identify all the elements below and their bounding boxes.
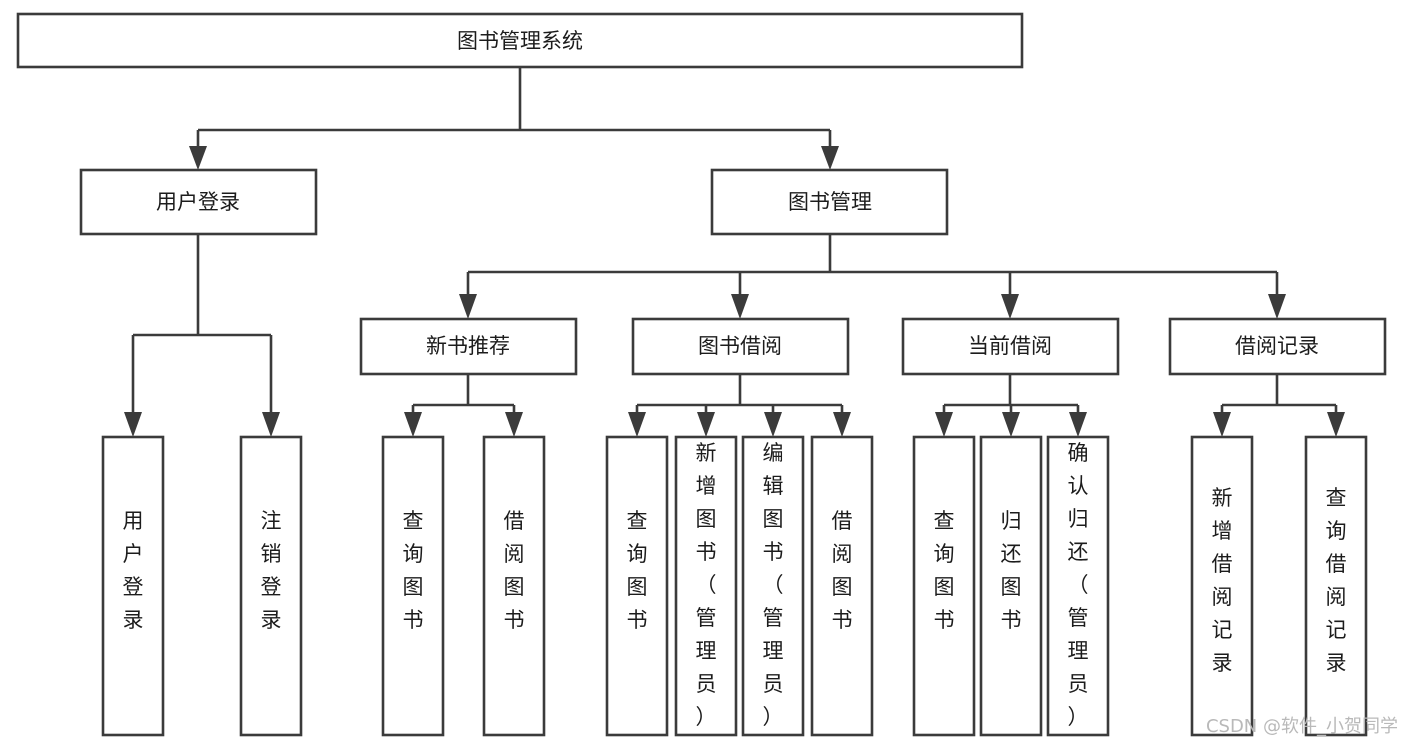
leaf-node-add-borrow-record-box[interactable] bbox=[1190, 435, 1254, 737]
leaf-node-borrow-book-recommend-label: 借阅图书 bbox=[504, 509, 525, 632]
arrow-head-book-borrow bbox=[731, 294, 749, 319]
connector-layer bbox=[124, 67, 1345, 437]
arrow-head-leaf-edit-book bbox=[764, 412, 782, 437]
node-user-login-label: 用户登录 bbox=[156, 190, 240, 214]
leaf-node-logout[interactable]: 注销登录 bbox=[239, 435, 303, 737]
leaf-node-borrow-book[interactable]: 借阅图书 bbox=[810, 435, 874, 737]
arrow-head-leaf-return-book bbox=[1002, 412, 1020, 437]
arrow-head-leaf-query-record bbox=[1327, 412, 1345, 437]
leaf-node-query-borrow-record[interactable]: 查询借阅记录 bbox=[1304, 435, 1368, 737]
node-new-book-recommend[interactable]: 新书推荐 bbox=[359, 317, 578, 376]
leaf-node-query-book-current-label: 查询图书 bbox=[934, 509, 955, 632]
leaf-node-query-book-borrow-box[interactable] bbox=[605, 435, 669, 737]
arrow-head-leaf-confirm-return bbox=[1069, 412, 1087, 437]
leaf-node-edit-book[interactable]: 编辑图书（管理员） bbox=[741, 435, 805, 737]
node-borrow-records[interactable]: 借阅记录 bbox=[1168, 317, 1387, 376]
arrow-head-leaf-user-login bbox=[124, 412, 142, 437]
leaf-node-query-book-borrow[interactable]: 查询图书 bbox=[605, 435, 669, 737]
node-new-book-recommend-box[interactable] bbox=[359, 317, 578, 376]
arrow-head-leaf-query-book-b bbox=[628, 412, 646, 437]
leaf-node-add-borrow-record[interactable]: 新增借阅记录 bbox=[1190, 435, 1254, 737]
arrow-head-book-mgmt bbox=[821, 146, 839, 170]
leaf-node-return-book-label: 归还图书 bbox=[1001, 509, 1022, 632]
leaf-node-user-login-label: 用户登录 bbox=[123, 509, 144, 632]
leaf-node-logout-box[interactable] bbox=[239, 435, 303, 737]
arrow-head-user-login bbox=[189, 146, 207, 170]
node-borrow-records-box[interactable] bbox=[1168, 317, 1387, 376]
arrow-head-new-books bbox=[459, 294, 477, 319]
leaf-node-query-borrow-record-box[interactable] bbox=[1304, 435, 1368, 737]
leaf-node-confirm-return[interactable]: 确认归还（管理员） bbox=[1046, 435, 1110, 737]
node-current-borrow-label: 当前借阅 bbox=[968, 334, 1052, 358]
leaf-node-borrow-book-recommend[interactable]: 借阅图书 bbox=[482, 435, 546, 737]
watermark: CSDN @软件_小贺同学 bbox=[1206, 716, 1398, 737]
node-borrow-records-label: 借阅记录 bbox=[1235, 334, 1319, 358]
arrow-head-leaf-borrow-book-a bbox=[505, 412, 523, 437]
arrow-head-borrow-records bbox=[1268, 294, 1286, 319]
leaf-node-add-book-box[interactable] bbox=[674, 435, 738, 737]
leaf-node-edit-book-box[interactable] bbox=[741, 435, 805, 737]
leaf-node-query-book-current-box[interactable] bbox=[912, 435, 976, 737]
node-user-login-box[interactable] bbox=[79, 168, 318, 236]
node-root-label: 图书管理系统 bbox=[457, 29, 583, 53]
leaf-node-user-login-box[interactable] bbox=[101, 435, 165, 737]
node-book-management-label: 图书管理 bbox=[788, 190, 872, 214]
leaf-node-return-book-box[interactable] bbox=[979, 435, 1043, 737]
node-book-borrow[interactable]: 图书借阅 bbox=[631, 317, 850, 376]
arrow-head-leaf-query-book-c bbox=[935, 412, 953, 437]
leaf-node-add-book-label: 新增图书（管理员） bbox=[696, 441, 717, 729]
node-book-borrow-box[interactable] bbox=[631, 317, 850, 376]
leaf-node-query-book-current[interactable]: 查询图书 bbox=[912, 435, 976, 737]
arrow-head-leaf-query-book-a bbox=[404, 412, 422, 437]
leaf-node-confirm-return-label: 确认归还（管理员） bbox=[1068, 441, 1089, 729]
leaf-node-query-borrow-record-label: 查询借阅记录 bbox=[1326, 486, 1347, 675]
arrow-head-leaf-add-record bbox=[1213, 412, 1231, 437]
node-root-box[interactable] bbox=[16, 12, 1024, 69]
leaf-node-query-book-recommend[interactable]: 查询图书 bbox=[381, 435, 445, 737]
leaf-node-edit-book-label: 编辑图书（管理员） bbox=[763, 441, 784, 729]
leaf-node-query-book-recommend-label: 查询图书 bbox=[403, 509, 424, 632]
node-book-borrow-label: 图书借阅 bbox=[698, 334, 782, 358]
leaf-node-borrow-book-label: 借阅图书 bbox=[832, 509, 853, 632]
node-book-management-box[interactable] bbox=[710, 168, 949, 236]
node-user-login[interactable]: 用户登录 bbox=[79, 168, 318, 236]
node-book-management[interactable]: 图书管理 bbox=[710, 168, 949, 236]
leaf-node-query-book-borrow-label: 查询图书 bbox=[627, 509, 648, 632]
leaf-node-confirm-return-box[interactable] bbox=[1046, 435, 1110, 737]
leaf-node-user-login[interactable]: 用户登录 bbox=[101, 435, 165, 737]
arrow-head-current-borrow bbox=[1001, 294, 1019, 319]
node-root[interactable]: 图书管理系统 bbox=[16, 12, 1024, 69]
leaf-node-add-borrow-record-label: 新增借阅记录 bbox=[1212, 486, 1233, 675]
node-new-book-recommend-label: 新书推荐 bbox=[426, 334, 510, 358]
arrow-head-leaf-add-book bbox=[697, 412, 715, 437]
leaf-node-query-book-recommend-box[interactable] bbox=[381, 435, 445, 737]
leaf-node-borrow-book-box[interactable] bbox=[810, 435, 874, 737]
node-current-borrow[interactable]: 当前借阅 bbox=[901, 317, 1120, 376]
arrow-head-leaf-logout bbox=[262, 412, 280, 437]
arrow-head-leaf-borrow-book-b bbox=[833, 412, 851, 437]
leaf-node-borrow-book-recommend-box[interactable] bbox=[482, 435, 546, 737]
node-current-borrow-box[interactable] bbox=[901, 317, 1120, 376]
leaf-node-add-book[interactable]: 新增图书（管理员） bbox=[674, 435, 738, 737]
leaf-node-return-book[interactable]: 归还图书 bbox=[979, 435, 1043, 737]
leaf-node-logout-label: 注销登录 bbox=[261, 509, 282, 632]
